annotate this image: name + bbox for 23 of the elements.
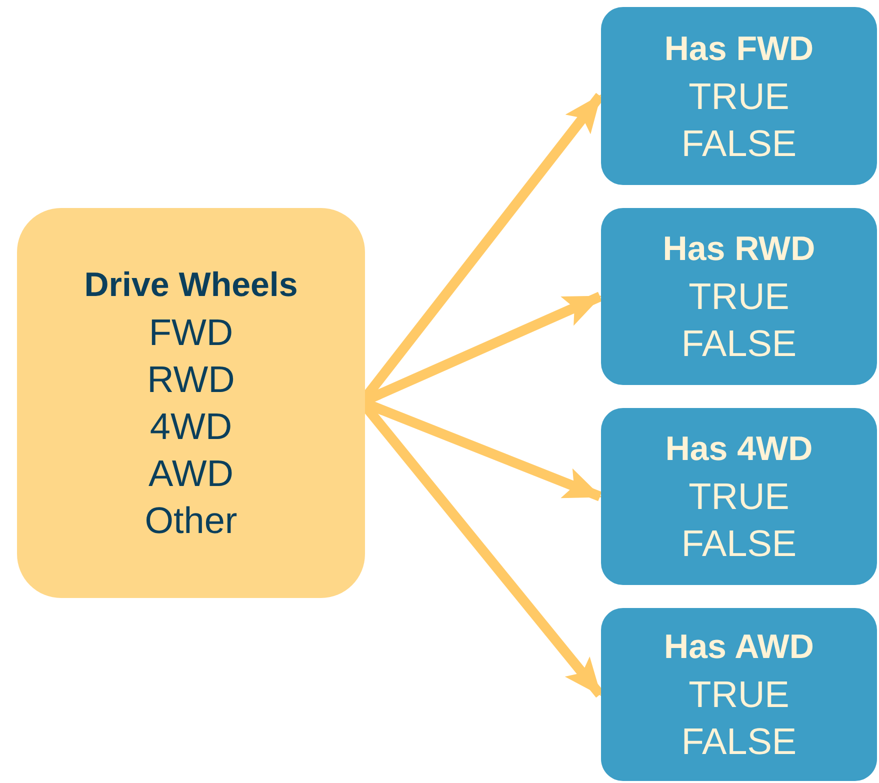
value-text: FWD (148, 311, 234, 355)
box-heading: Has RWD (662, 229, 816, 270)
value-text: FALSE (681, 522, 797, 566)
box-heading: Has 4WD (665, 429, 813, 470)
indicator-box (601, 7, 877, 185)
indicator-box (601, 608, 877, 781)
indicator-box (601, 408, 877, 585)
value-text: FALSE (681, 720, 797, 764)
value-text: TRUE (688, 475, 790, 519)
value-text: Other (144, 499, 238, 543)
value-text: 4WD (150, 405, 232, 449)
value-text: RWD (147, 358, 235, 402)
value-text: FALSE (681, 322, 797, 366)
box-heading: Drive Wheels (84, 265, 298, 306)
indicator-box (601, 208, 877, 385)
value-text: FALSE (681, 122, 797, 166)
value-text: AWD (148, 452, 234, 496)
box-heading: Has AWD (664, 627, 814, 668)
value-text: TRUE (688, 74, 790, 118)
category-box (17, 208, 365, 598)
value-text: TRUE (688, 275, 790, 319)
value-text: TRUE (688, 673, 790, 717)
box-heading: Has FWD (664, 28, 814, 70)
